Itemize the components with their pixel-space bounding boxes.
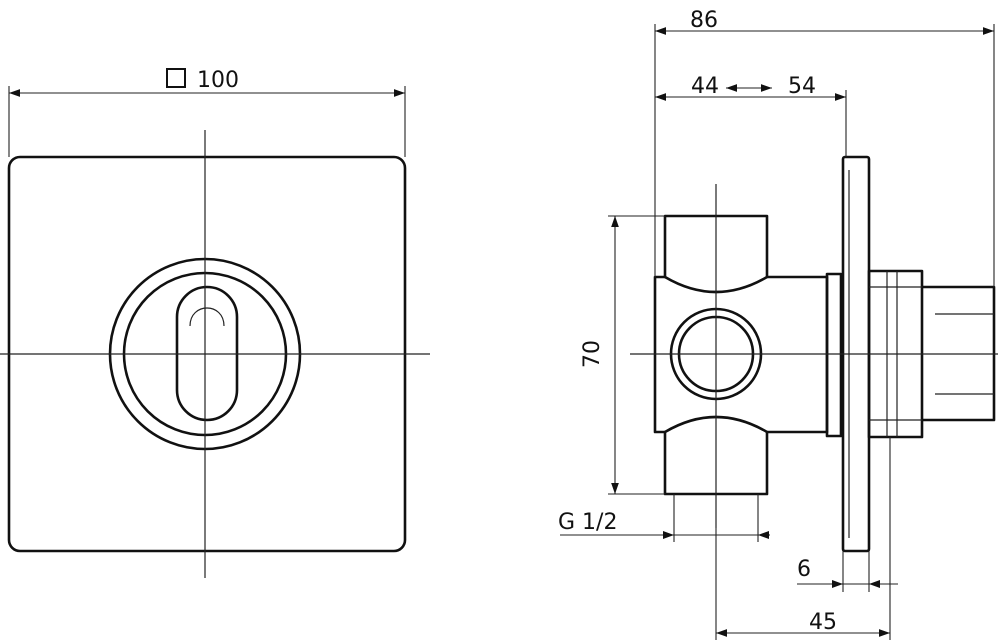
adjust-max-label: 54: [788, 74, 816, 99]
outlet-depth-label: 45: [809, 610, 837, 635]
height-label: 70: [580, 340, 605, 368]
square-symbol-icon: [166, 68, 186, 88]
plate-arrow-right: [869, 580, 880, 588]
lever-highlight: [189, 307, 225, 327]
overall-depth-label: 86: [690, 8, 718, 33]
plate-thickness-label: 6: [797, 557, 811, 582]
front-view: 100: [0, 68, 430, 578]
mounting-flange: [825, 272, 843, 438]
adjust-min-label: 44: [691, 74, 719, 99]
valve-body: [653, 214, 829, 496]
thread-label: G 1/2: [558, 510, 617, 535]
side-view: 86 44 54 70 G 1/2 6 45: [558, 8, 998, 640]
thread-arrow-left: [663, 531, 674, 539]
thread-arrow-right: [758, 531, 769, 539]
width-label: 100: [197, 68, 239, 93]
plate-arrow-left: [832, 580, 843, 588]
